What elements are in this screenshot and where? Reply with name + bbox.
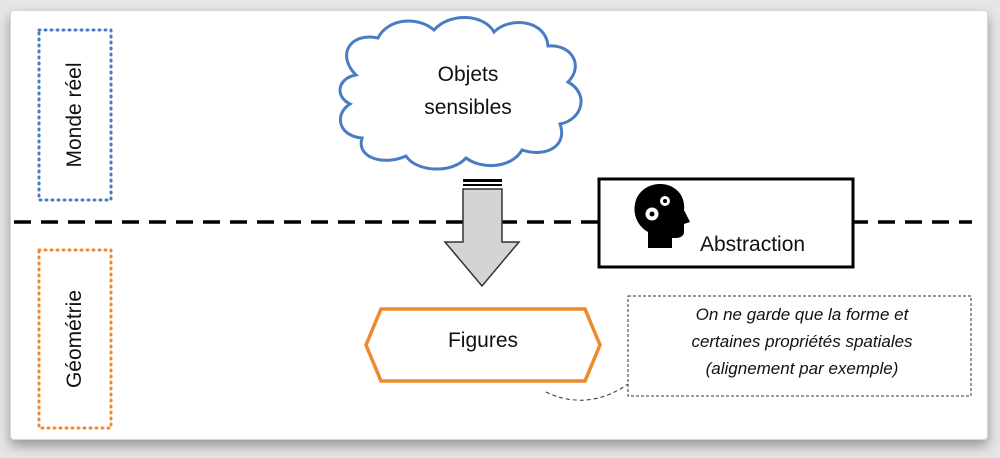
note-text: On ne garde que la forme et certaines pr…	[632, 301, 972, 382]
head-gears-icon	[634, 184, 690, 248]
figures-label: Figures	[447, 329, 519, 352]
geometry-zone-label: Géométrie	[63, 289, 86, 389]
abstraction-label: Abstraction	[700, 233, 806, 256]
cloud-label-line1: Objets	[437, 63, 499, 86]
note-line3: (alignement par exemple)	[705, 359, 899, 378]
down-arrow	[443, 179, 521, 288]
cloud-label-line2: sensibles	[424, 96, 512, 119]
note-box	[627, 295, 972, 397]
note-connector	[545, 383, 629, 401]
real-world-zone-box	[37, 28, 113, 202]
figures-hexagon	[364, 307, 602, 383]
note-line1: On ne garde que la forme et	[695, 305, 909, 324]
cloud-shape	[338, 16, 583, 171]
cloud-label: Objets sensibles	[393, 58, 543, 124]
geometry-zone-box	[37, 248, 113, 430]
note-line2: certaines propriétés spatiales	[691, 332, 913, 351]
real-world-zone-label: Monde réel	[63, 62, 86, 168]
